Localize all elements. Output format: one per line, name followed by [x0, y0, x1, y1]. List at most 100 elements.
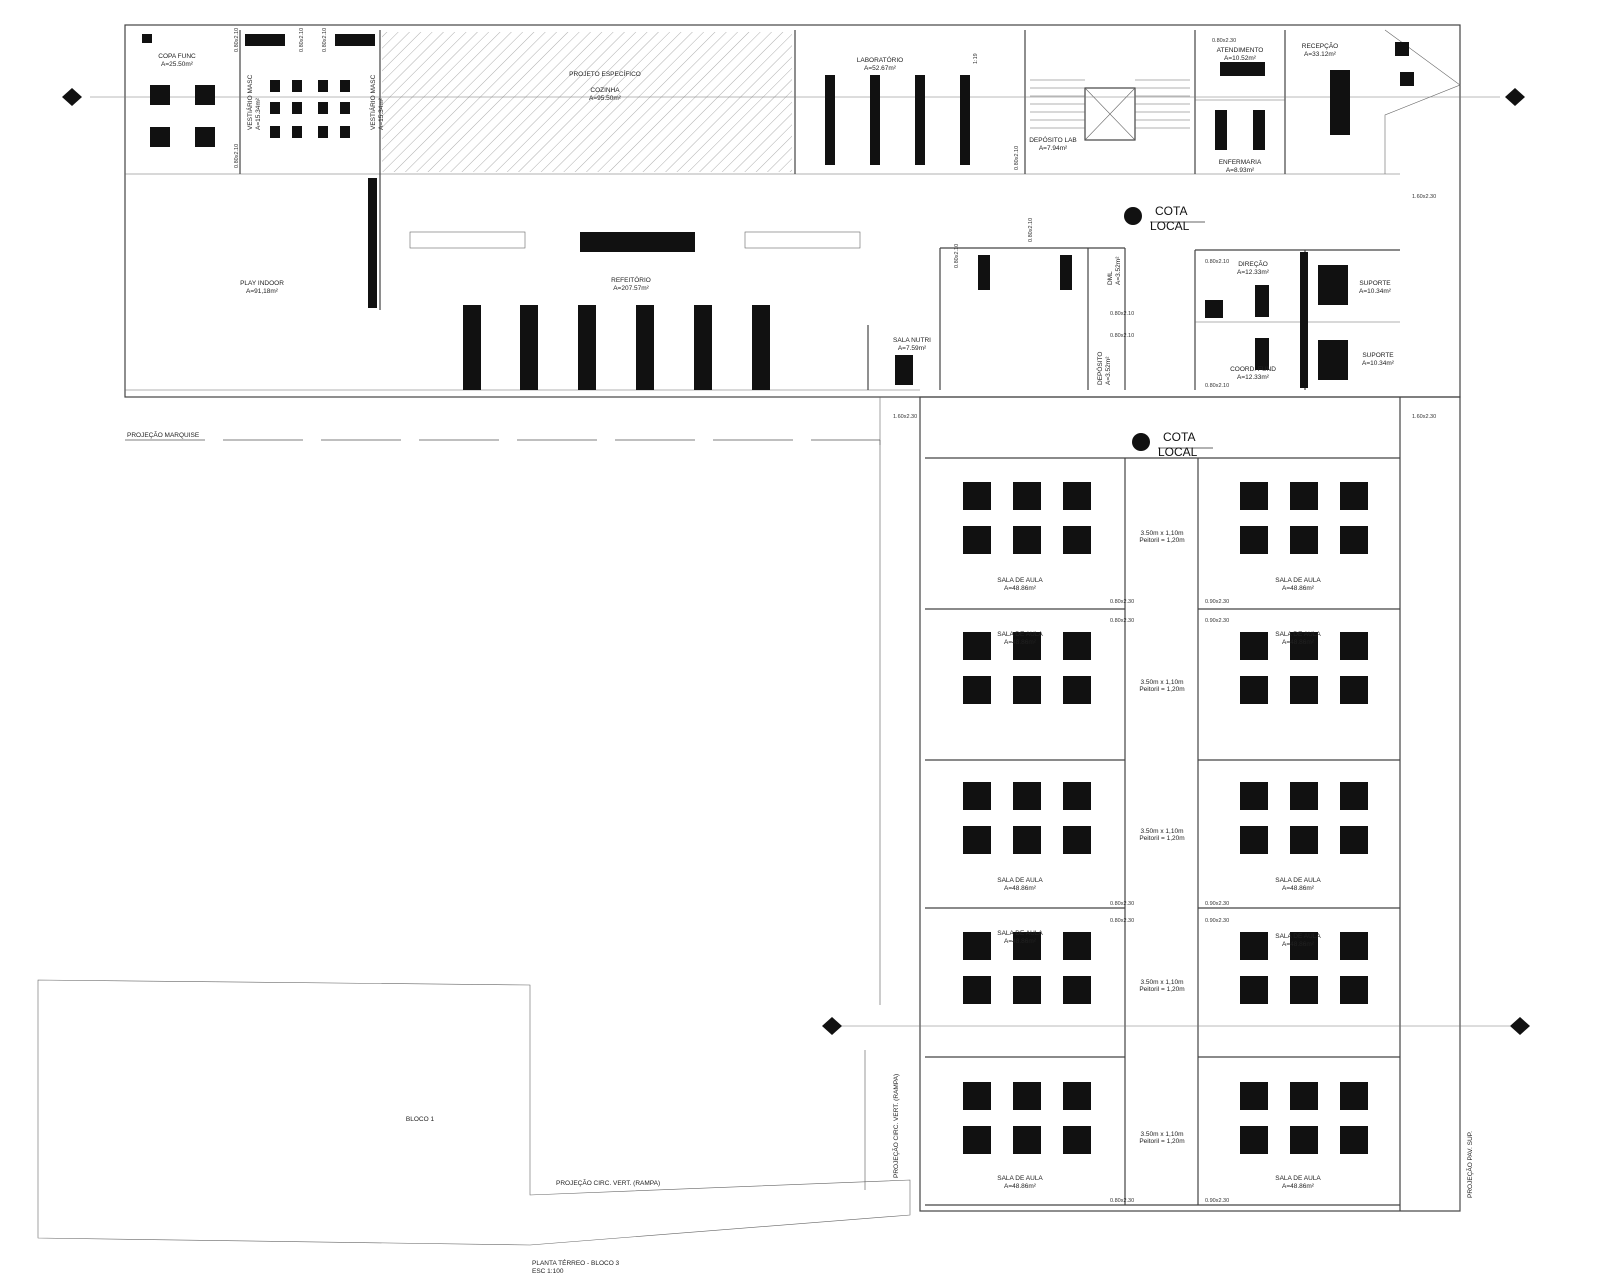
room-name-laboratorio: LABORATÓRIO — [857, 55, 903, 64]
room-name-sala-r5: SALA DE AULA — [1275, 1175, 1321, 1182]
student-desk — [1290, 826, 1318, 854]
reception-furniture — [1215, 42, 1414, 150]
room-name-direcao: DIREÇÃO — [1238, 259, 1268, 268]
door-tag: 0.90x2.30 — [1205, 918, 1229, 924]
student-desk — [1340, 676, 1368, 704]
room-area-deposito: A=3.52m² — [1105, 356, 1112, 385]
student-desk — [1290, 482, 1318, 510]
grid-marker-icon — [62, 88, 82, 106]
elevator — [1084, 87, 1136, 141]
student-desk — [1013, 676, 1041, 704]
student-desk — [1063, 782, 1091, 810]
student-desk — [1240, 782, 1268, 810]
grid-marker-icon — [822, 1017, 842, 1035]
stair-slope-tag: 1:19 — [973, 53, 979, 64]
room-area-coord: A=12.33m² — [1237, 374, 1270, 381]
student-desk — [1013, 1082, 1041, 1110]
student-desk — [1013, 976, 1041, 1004]
student-desk — [1290, 1126, 1318, 1154]
room-area-sala-nutri: A=7.59m² — [898, 345, 927, 352]
student-desk — [1013, 482, 1041, 510]
student-desk — [1340, 932, 1368, 960]
student-desk — [1290, 976, 1318, 1004]
room-name-sala-l5: SALA DE AULA — [997, 1175, 1043, 1182]
room-area-play: A=91,18m² — [246, 288, 279, 295]
door-tag: 0.90x2.30 — [1205, 618, 1229, 624]
door-tag: 0.90x2.30 — [1205, 1198, 1229, 1204]
door-tag: 0.80x2.10 — [1205, 383, 1229, 389]
cafeteria-counters — [409, 231, 861, 249]
room-name-sala-l4: SALA DE AULA — [997, 930, 1043, 937]
pav-sup-label: PROJEÇÃO PAV. SUP. — [1465, 1131, 1474, 1198]
room-name-copa: COPA FUNC — [158, 53, 196, 60]
building-upper-block — [124, 24, 1461, 398]
door-tag: 0.80x2.30 — [1110, 618, 1134, 624]
room-name-sala-l1: SALA DE AULA — [997, 577, 1043, 584]
grid-marker-icon — [1505, 88, 1525, 106]
door-tag: 0.80x2.30 — [1110, 901, 1134, 907]
room-area-sala-r1: A=48.86m² — [1282, 585, 1315, 592]
corridor-peitoril-2: Peitoril = 1,20m — [1139, 686, 1184, 693]
corridor-peitoril-5: Peitoril = 1,20m — [1139, 1138, 1184, 1145]
student-desk — [1063, 826, 1091, 854]
student-desk — [1290, 632, 1318, 660]
room-area-sala-l3: A=48.86m² — [1004, 885, 1037, 892]
stair — [1030, 79, 1190, 129]
projecao-marquise-label: PROJEÇÃO MARQUISE — [127, 430, 200, 439]
door-tag: 1.60x2.30 — [1412, 414, 1436, 420]
door-tag: 0.80x2.10 — [1205, 259, 1229, 265]
room-area-sala-r5: A=48.86m² — [1282, 1183, 1315, 1190]
circ-vert-label-vertical: PROJEÇÃO CIRC. VERT. (RAMPA) — [891, 1074, 900, 1178]
student-desk — [1013, 1126, 1041, 1154]
student-desk — [1240, 632, 1268, 660]
corridor-dim-1: 3.50m x 1,10m — [1141, 530, 1184, 537]
door-tag: 0.90x2.30 — [1205, 901, 1229, 907]
cota-label-1-line1: COTA — [1155, 204, 1187, 218]
door-tag: 1.60x2.30 — [1412, 194, 1436, 200]
room-name-suporte-2: SUPORTE — [1362, 352, 1394, 359]
room-name-atendimento: ATENDIMENTO — [1217, 47, 1264, 54]
student-desk — [1240, 1082, 1268, 1110]
corridor-dim-2: 3.50m x 1,10m — [1141, 679, 1184, 686]
student-desk — [963, 826, 991, 854]
room-name-sala-r1: SALA DE AULA — [1275, 577, 1321, 584]
room-name-refeitorio: REFEITÓRIO — [611, 275, 651, 284]
copa-tables — [142, 34, 215, 147]
admin-furniture — [895, 255, 1348, 385]
kitchen-hatch — [382, 32, 792, 172]
student-desk — [1240, 482, 1268, 510]
room-area-sala-r2: A=48.86m² — [1282, 639, 1315, 646]
cota-label-2-line2: LOCAL — [1158, 445, 1198, 459]
building-classroom-block — [919, 396, 1461, 1212]
room-name-sala-r4: SALA DE AULA — [1275, 933, 1321, 940]
room-area-deposito-lab: A=7.94m² — [1039, 145, 1068, 152]
door-tag: 0.80x2.10 — [954, 244, 960, 268]
room-name-deposito-lab: DEPÓSITO LAB — [1029, 135, 1077, 144]
student-desk — [1063, 632, 1091, 660]
student-desk — [1063, 1126, 1091, 1154]
corridor-dim-4: 3.50m x 1,10m — [1141, 979, 1184, 986]
room-name-enfermaria: ENFERMARIA — [1219, 159, 1262, 166]
door-tag: 0.80x2.30 — [1212, 38, 1236, 44]
student-desk — [963, 976, 991, 1004]
student-desk — [1340, 526, 1368, 554]
room-name-sala-nutri: SALA NUTRI — [893, 337, 931, 344]
student-desk — [1290, 526, 1318, 554]
student-desk — [1240, 526, 1268, 554]
corridor-peitoril-1: Peitoril = 1,20m — [1139, 537, 1184, 544]
cota-label-2-line1: COTA — [1163, 430, 1195, 444]
student-desk — [1290, 1082, 1318, 1110]
room-name-cozinha: COZINHA — [590, 87, 620, 94]
level-marker-icon — [1132, 433, 1150, 451]
student-desk — [1240, 1126, 1268, 1154]
student-desk — [1063, 932, 1091, 960]
student-desk — [1013, 826, 1041, 854]
drawing-scale: ESC 1:100 — [532, 1268, 564, 1275]
room-name-sala-r3: SALA DE AULA — [1275, 877, 1321, 884]
room-area-sala-l1: A=48.86m² — [1004, 585, 1037, 592]
door-tag: 0.80x2.10 — [1110, 333, 1134, 339]
student-desk — [1240, 976, 1268, 1004]
student-desk — [1290, 676, 1318, 704]
corridor-dim-3: 3.50m x 1,10m — [1141, 828, 1184, 835]
door-tag: 0.80x2.30 — [1110, 599, 1134, 605]
